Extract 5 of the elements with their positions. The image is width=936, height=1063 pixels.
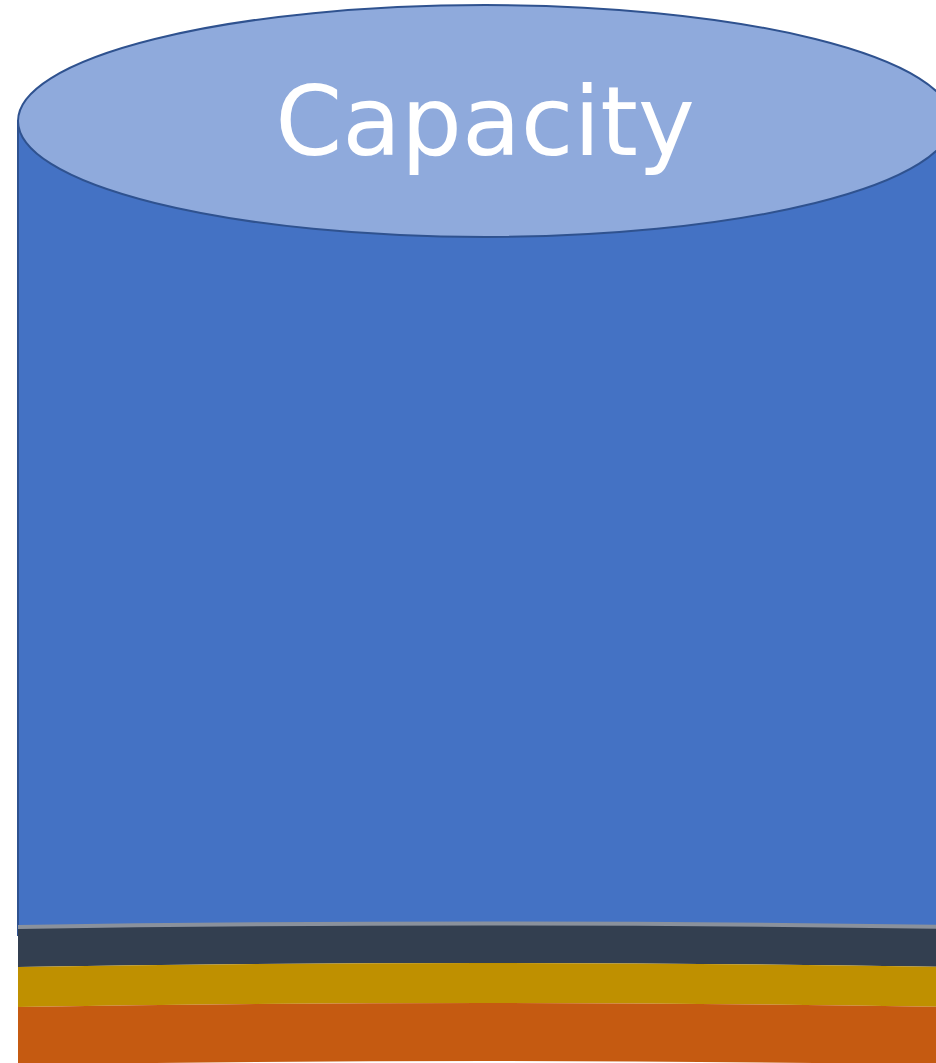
capacity-cylinder <box>18 5 936 935</box>
cylinder-label: Capacity <box>274 67 696 177</box>
layer-band <box>18 1003 936 1063</box>
layer-band <box>18 963 936 1007</box>
layer-band <box>18 922 936 967</box>
